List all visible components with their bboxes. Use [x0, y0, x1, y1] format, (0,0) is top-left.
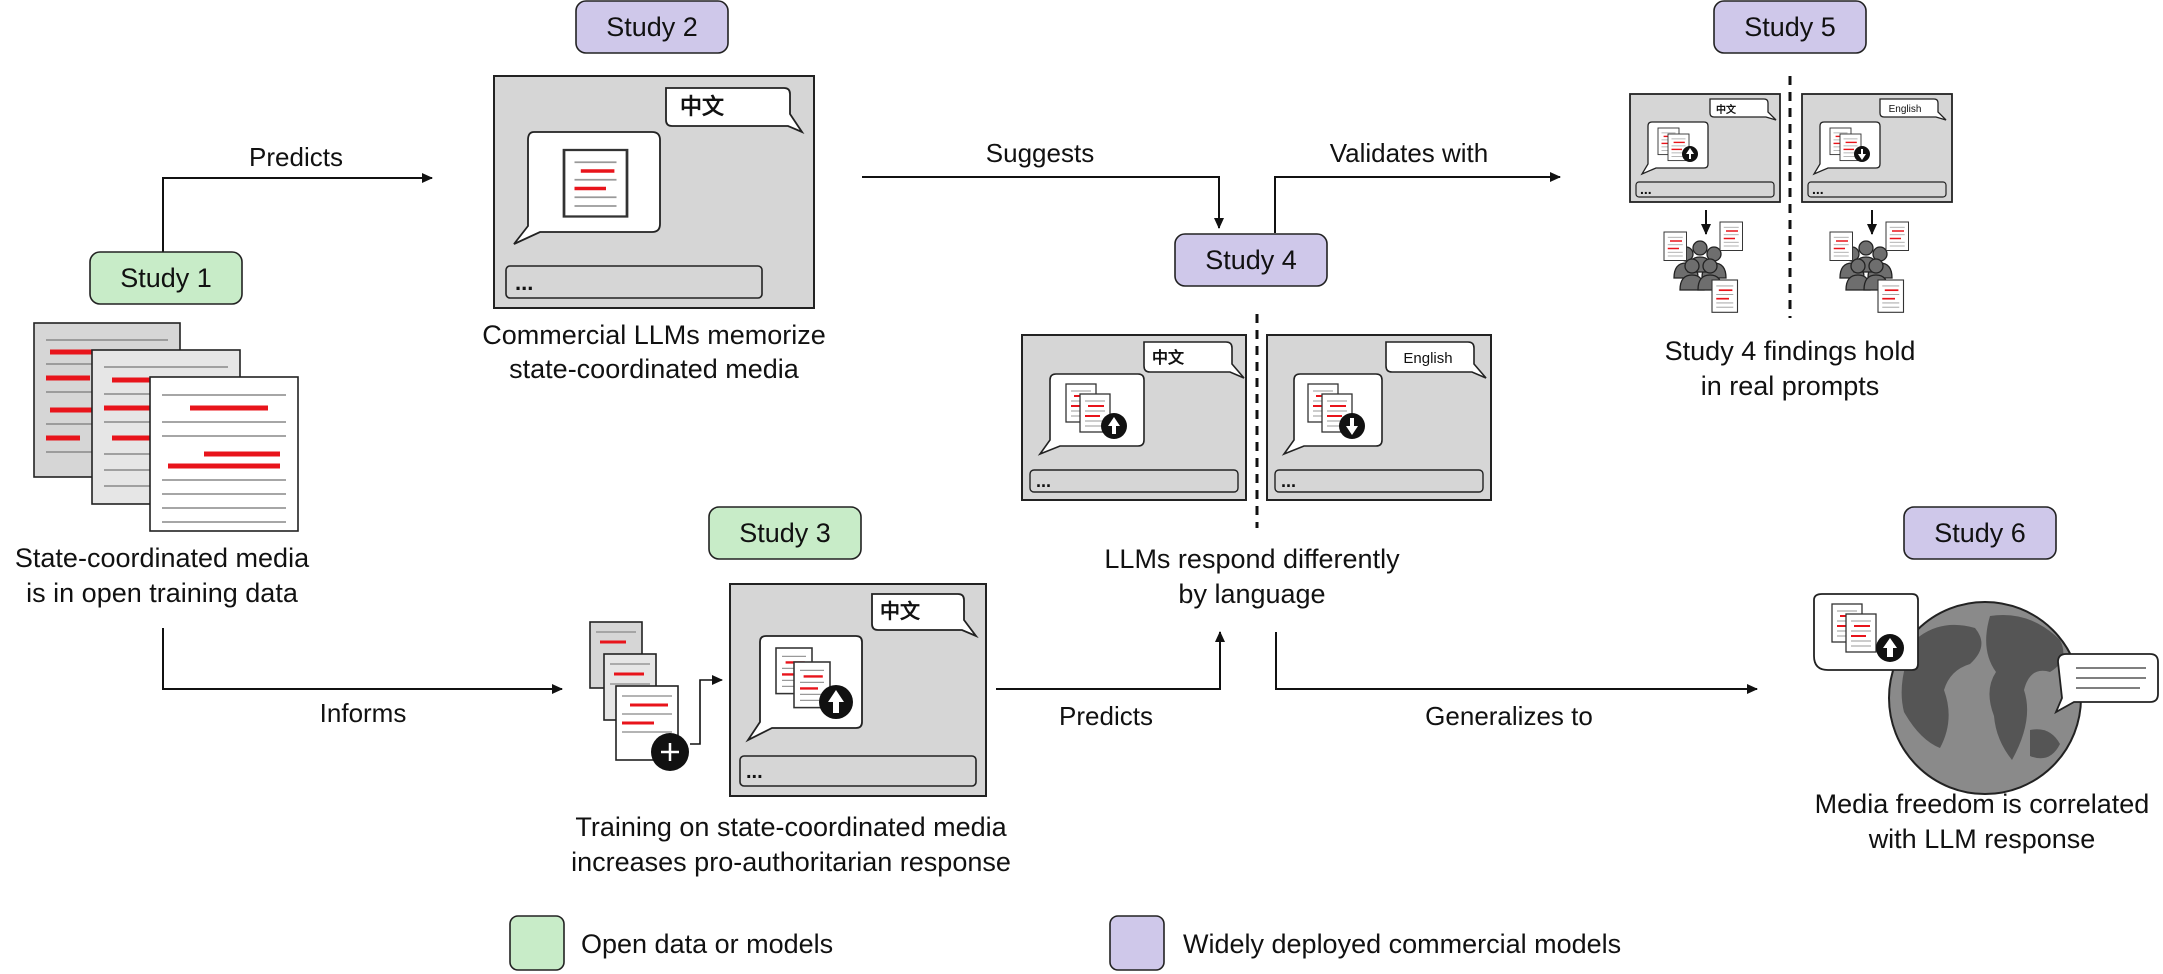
- study-3-input-ellipsis: ...: [746, 761, 763, 783]
- study-2-chat-window: 中文 ...: [493, 75, 815, 309]
- study-6-globe-icon: [1888, 601, 2082, 795]
- study-5-chinese-chat-window: 中文 ...: [1629, 93, 1781, 203]
- legend: Open data or models Widely deployed comm…: [509, 915, 1621, 971]
- legend-commercial-label: Widely deployed commercial models: [1183, 929, 1621, 959]
- edge-label-predicts-top: Predicts: [249, 142, 343, 172]
- study-3-chinese-bubble-text: 中文: [880, 599, 921, 623]
- study-3-training-docs-icon: [589, 621, 723, 771]
- study-5-badge: Study 5: [1713, 0, 1867, 54]
- legend-open-swatch: [509, 915, 565, 971]
- study-2-label: Study 2: [606, 12, 698, 42]
- study-4-caption-line-2: by language: [1178, 579, 1325, 609]
- study-2-caption-line-1: Commercial LLMs memorize: [482, 320, 826, 350]
- study-3-label: Study 3: [739, 518, 831, 548]
- study-6-badge: Study 6: [1903, 506, 2057, 560]
- study-6-caption-line-2: with LLM response: [1868, 824, 2096, 854]
- study-2-caption-line-2: state-coordinated media: [509, 354, 800, 384]
- study-2-input-ellipsis: ...: [515, 270, 533, 295]
- study-6-doc-bubble: [1813, 593, 1919, 671]
- study-5-right-crowd-icon: [1829, 210, 1910, 314]
- study-5-english-ellipsis: ...: [1812, 181, 1824, 197]
- edge-predicts-bottom: [996, 631, 1225, 690]
- study-3-badge: Study 3: [708, 506, 862, 560]
- study-2-document-icon: [564, 150, 627, 217]
- study-5-english-bubble-text: English: [1889, 104, 1922, 115]
- study-4-caption-line-1: LLMs respond differently: [1104, 544, 1400, 574]
- study-3-caption-line-2: increases pro-authoritarian response: [571, 847, 1011, 877]
- study-5-english-chat-window: English ...: [1801, 93, 1953, 203]
- edge-informs: [162, 628, 563, 694]
- study-5-chinese-bubble-text: 中文: [1716, 103, 1737, 116]
- study-1-label: Study 1: [120, 263, 212, 293]
- up-arrow-icon: [1108, 417, 1120, 434]
- edge-label-informs: Informs: [320, 698, 407, 728]
- study-1-document-stack-icon: [33, 322, 299, 532]
- edge-predicts-top: [162, 173, 433, 252]
- study-3-chat-window: 中文 ...: [729, 583, 987, 797]
- edge-validates: [1274, 172, 1561, 233]
- study-5-left-crowd-icon: [1663, 210, 1744, 314]
- study-2-badge: Study 2: [575, 0, 729, 54]
- up-arrow-icon: [1883, 638, 1897, 657]
- edge-generalizes: [1275, 632, 1758, 694]
- study-4-chinese-chat-window: 中文 ...: [1021, 334, 1247, 501]
- study-3-caption-line-1: Training on state-coordinated media: [575, 812, 1007, 842]
- edge-label-generalizes: Generalizes to: [1425, 701, 1593, 731]
- study-4-badge: Study 4: [1174, 233, 1328, 287]
- study-4-chinese-ellipsis: ...: [1036, 471, 1051, 491]
- connectors: [162, 172, 1758, 694]
- study-6-caption-line-1: Media freedom is correlated: [1815, 789, 2150, 819]
- study-5-caption-line-2: in real prompts: [1701, 371, 1880, 401]
- study-6-response-bubble: [2054, 653, 2159, 715]
- legend-open-label: Open data or models: [581, 929, 833, 959]
- study-1-caption-line-1: State-coordinated media: [15, 543, 310, 573]
- study-5-label: Study 5: [1744, 12, 1836, 42]
- study-6-label: Study 6: [1934, 518, 2026, 548]
- edge-suggests: [862, 176, 1224, 229]
- study-1-badge: Study 1: [89, 251, 243, 305]
- study-4-chinese-bubble-text: 中文: [1152, 348, 1185, 367]
- study-4-english-ellipsis: ...: [1281, 471, 1296, 491]
- down-arrow-icon: [1346, 418, 1358, 435]
- study-2-chinese-bubble-text: 中文: [680, 94, 725, 120]
- legend-commercial-swatch: [1109, 915, 1165, 971]
- edge-label-suggests: Suggests: [986, 138, 1094, 168]
- edge-label-validates: Validates with: [1330, 138, 1489, 168]
- study-5-chinese-ellipsis: ...: [1640, 181, 1652, 197]
- edge-label-predicts-bottom: Predicts: [1059, 701, 1153, 731]
- study-5-caption-line-1: Study 4 findings hold: [1665, 336, 1916, 366]
- study-1-caption-line-2: is in open training data: [26, 578, 299, 608]
- study-4-label: Study 4: [1205, 245, 1297, 275]
- study-4-english-bubble-text: English: [1403, 350, 1452, 367]
- up-arrow-icon: [828, 690, 844, 713]
- study-4-english-chat-window: English ...: [1266, 334, 1492, 501]
